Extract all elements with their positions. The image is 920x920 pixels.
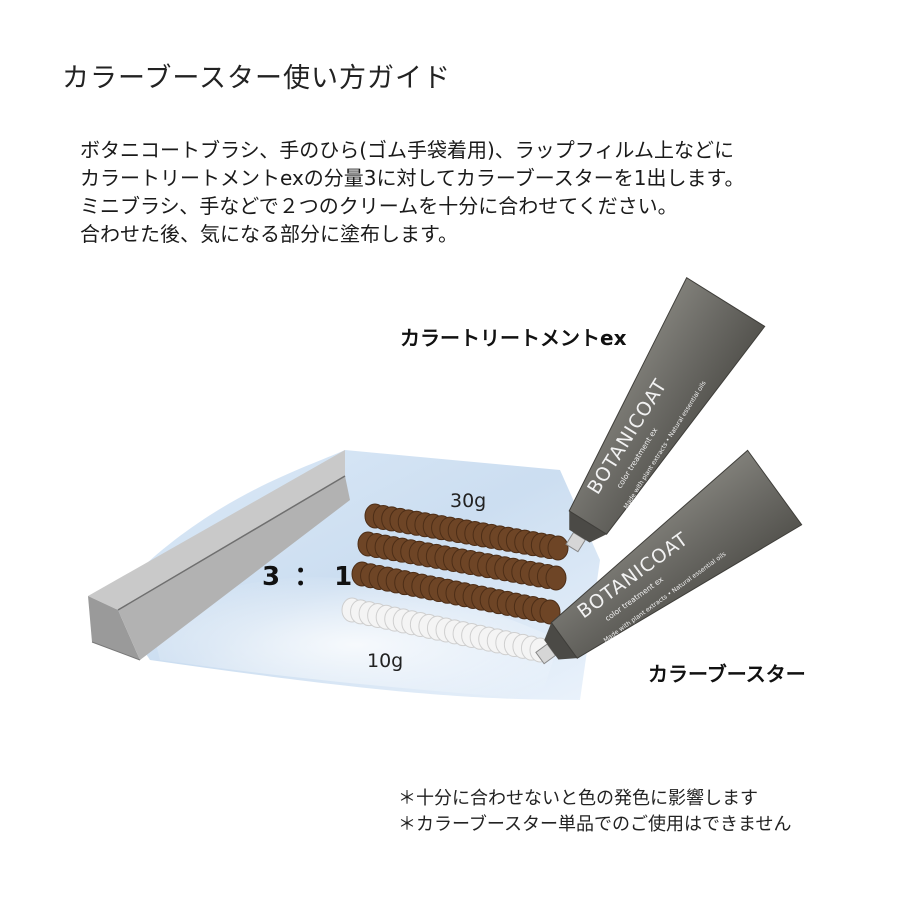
intro-line: ミニブラシ、手などで２つのクリームを十分に合わせてください。 <box>80 194 678 218</box>
intro-line: 合わせた後、気になる部分に塗布します。 <box>80 222 458 246</box>
treatment-label: カラートリートメントex <box>400 326 627 350</box>
intro-line: カラートリートメントexの分量3に対してカラーブースターを1出します。 <box>80 166 745 190</box>
intro-text: ボタニコートブラシ、手のひら(ゴム手袋着用)、ラップフィルム上などに カラートリ… <box>80 136 744 248</box>
page-title: カラーブースター使い方ガイド <box>62 63 452 94</box>
wrap-box <box>88 450 350 661</box>
ratio-label: 3：1 <box>262 562 367 592</box>
treatment-cream-lines <box>351 503 569 625</box>
booster-label: カラーブースター <box>648 662 806 686</box>
booster-cream-line <box>341 597 551 663</box>
cream-bead <box>539 599 561 625</box>
note-line: ＊カラーブースター単品でのご使用はできません <box>398 814 792 835</box>
intro-line: ボタニコートブラシ、手のひら(ゴム手袋着用)、ラップフィルム上などに <box>80 138 735 162</box>
cream-bead <box>547 535 569 561</box>
cream-bead <box>545 565 567 591</box>
booster-amount: 10g <box>367 650 404 672</box>
note-line: ＊十分に合わせないと色の発色に影響します <box>398 788 758 809</box>
treatment-amount: 30g <box>450 490 487 512</box>
notes: ＊十分に合わせないと色の発色に影響します ＊カラーブースター単品でのご使用はでき… <box>398 786 791 838</box>
